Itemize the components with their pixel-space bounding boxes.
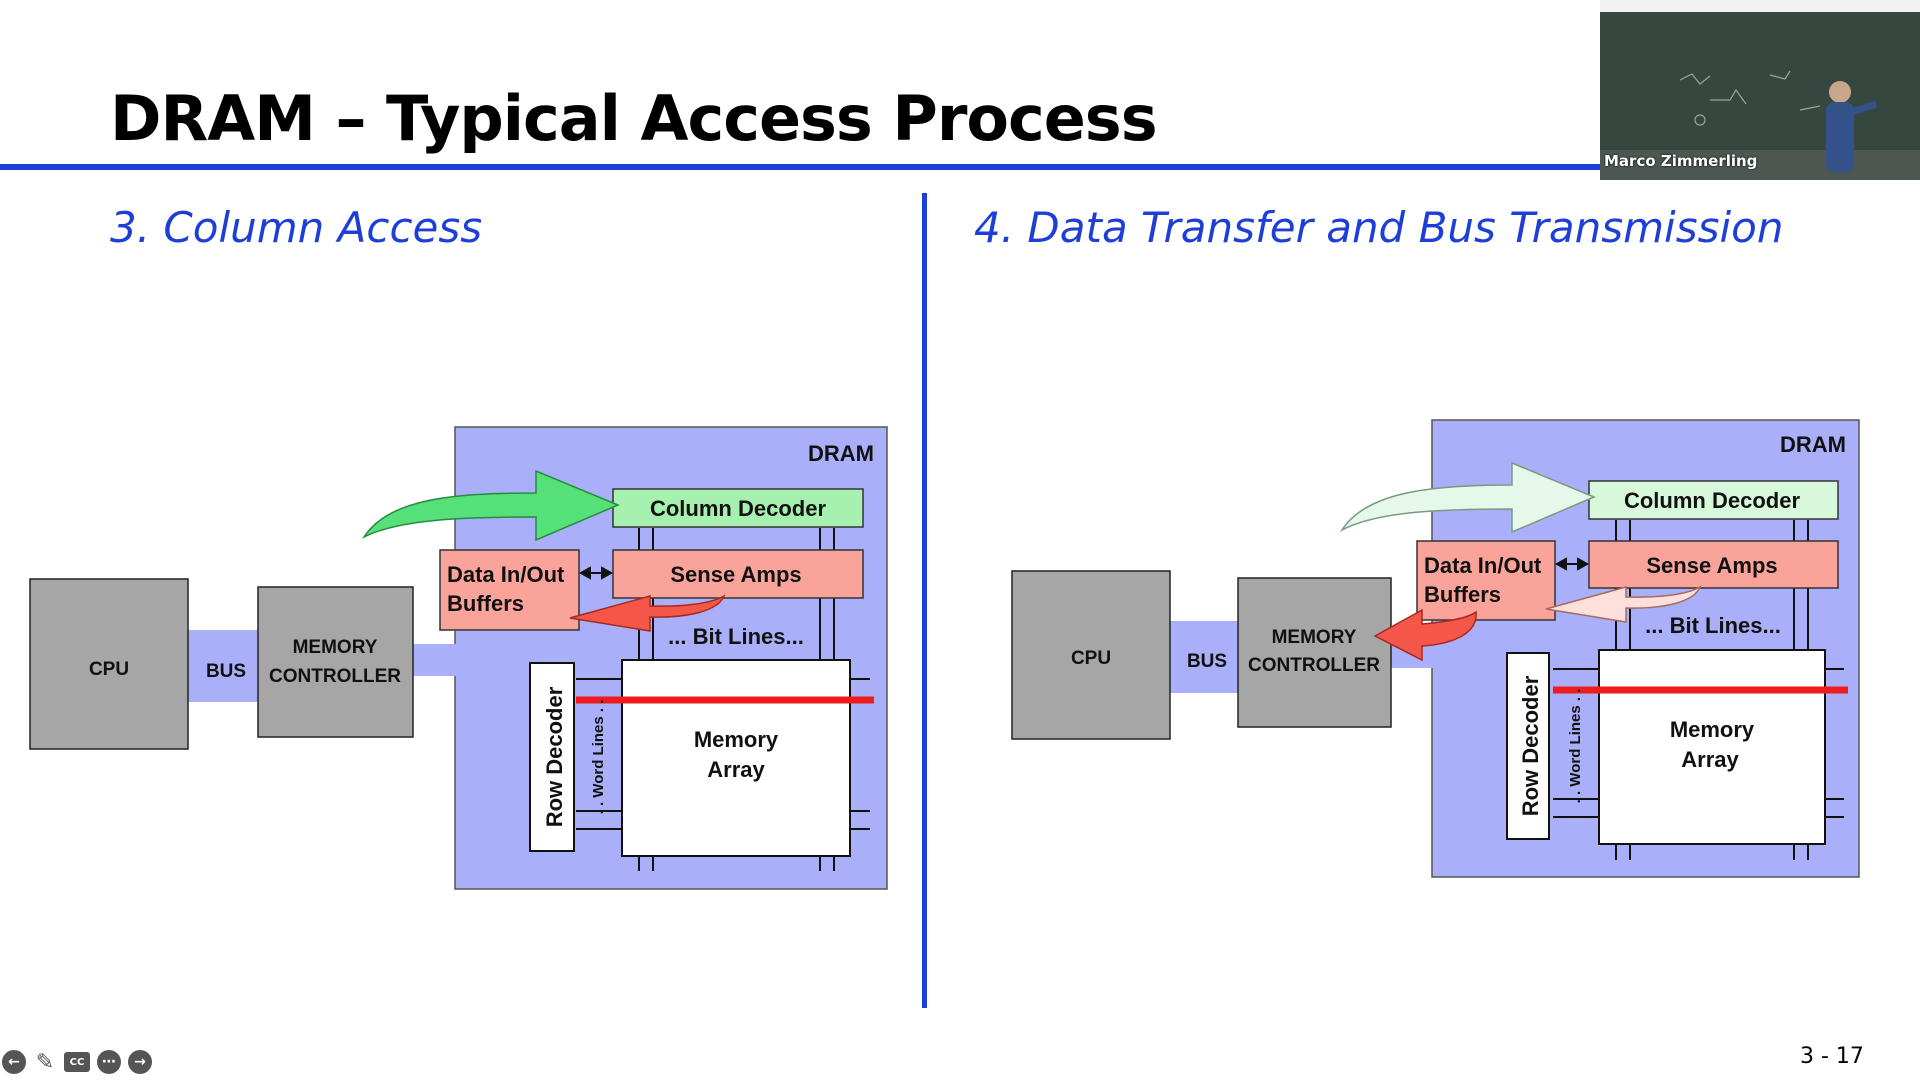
data-io-label-2: Buffers [1424,582,1501,607]
title-underline [0,164,1600,170]
column-decoder-label: Column Decoder [1624,488,1800,513]
memory-array [1598,649,1826,845]
row-decoder [1506,652,1550,840]
sense-to-buffer-arrow [1545,585,1702,623]
data-io-label-1: Data In/Out [1424,553,1542,578]
pen-icon[interactable]: ✎ [35,1049,55,1075]
webcam-video: Marco Zimmerling [1600,0,1920,180]
slide-toolbar: ← ✎ CC ⋯ → [2,1049,152,1075]
memory-controller-block [257,586,414,738]
buffer-to-controller-arrow [1373,608,1477,662]
sense-amps [612,549,864,599]
column-decoder [1588,480,1839,520]
cpu-label: CPU [89,659,129,680]
sense-amps [1588,540,1839,589]
arrow-left-icon[interactable]: ← [2,1050,26,1074]
memory-controller-label-1: MEMORY [293,637,378,658]
memory-controller-label-2: CONTROLLER [269,666,401,687]
word-lines-label: . . Word Lines . . [1567,689,1584,804]
bus-label: BUS [1187,651,1227,672]
page-number: 3 - 17 [1800,1044,1864,1069]
memory-array [621,659,851,857]
cpu-label: CPU [1071,648,1111,669]
column-address-arrow [361,469,620,542]
row-decoder-label: Row Decoder [542,686,567,827]
word-lines-label: . . Word Lines . . [590,700,607,815]
column-access-diagram: DRAM CPU BUS MEMORY CONTROLLER Memory Ar… [29,426,888,890]
more-icon[interactable]: ⋯ [97,1050,121,1074]
bit-lines-label: ... Bit Lines... [668,624,804,649]
column-decoder-label: Column Decoder [650,496,826,521]
bit-lines-label: ... Bit Lines... [1645,613,1781,638]
presenter-figure [1826,81,1878,172]
data-io-buffers [1416,540,1556,621]
data-transfer-diagram: DRAM CPU BUS MEMORY CONTROLLER Memory Ar… [1011,419,1860,878]
memory-controller-label-2: CONTROLLER [1248,655,1380,676]
slide-title: DRAM – Typical Access Process [110,82,1158,155]
captions-icon[interactable]: CC [64,1052,90,1072]
presenter-name: Marco Zimmerling [1604,152,1758,170]
cpu-block [1011,570,1171,740]
data-io-label-1: Data In/Out [447,562,565,587]
row-decoder [529,662,575,852]
right-heading: 4. Data Transfer and Bus Transmission [974,203,1784,252]
left-heading: 3. Column Access [110,203,483,252]
arrow-right-icon[interactable]: → [128,1050,152,1074]
memory-array-label-2: Array [1681,747,1739,772]
dram-label: DRAM [1780,432,1846,457]
memory-controller-label-1: MEMORY [1272,627,1357,648]
bus-label: BUS [206,661,246,682]
sense-amps-label: Sense Amps [670,562,801,587]
data-io-buffers [439,549,580,631]
memory-array-label-1: Memory [694,727,779,752]
row-decoder-label: Row Decoder [1518,675,1543,816]
column-decoder [612,488,864,528]
sense-amps-label: Sense Amps [1646,553,1777,578]
panel-divider [922,193,927,1008]
data-io-label-2: Buffers [447,591,524,616]
cpu-block [29,578,189,750]
column-address-arrow [1339,461,1596,534]
memory-array-label-2: Array [707,757,765,782]
webcam-scene [1600,0,1920,180]
dram-label: DRAM [808,441,874,466]
memory-controller-block [1237,577,1392,728]
sense-to-buffer-arrow [569,594,726,632]
memory-array-label-1: Memory [1670,717,1755,742]
